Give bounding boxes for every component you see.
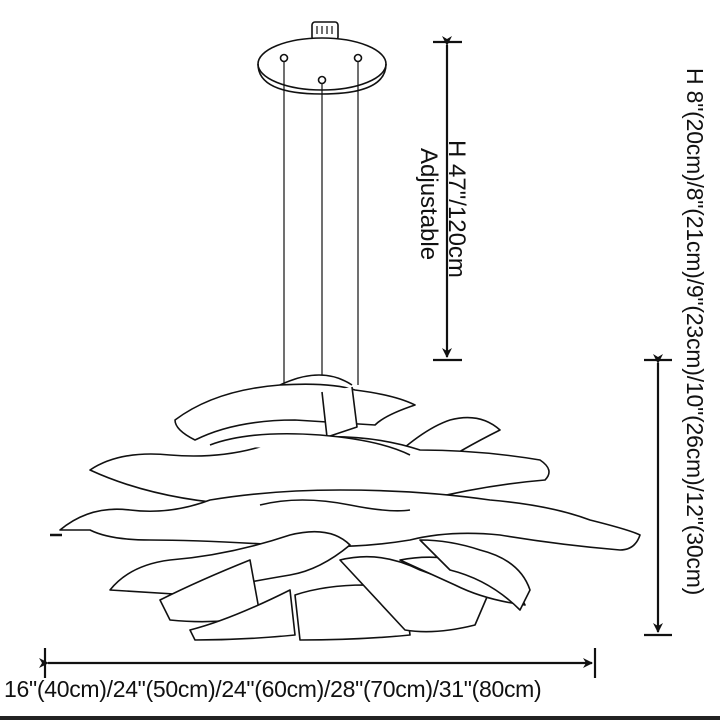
diameter-label: 16"(40cm)/24"(50cm)/24"(60cm)/28"(70cm)/… (4, 676, 542, 702)
adjustable-label: Adjustable (415, 148, 442, 261)
ceiling-canopy (257, 21, 387, 95)
dimension-arrows (39, 36, 672, 678)
petal-shade (50, 374, 641, 641)
suspension-wires (283, 62, 359, 385)
bottom-divider (0, 716, 720, 720)
hanging-height-label: H 47"/120cm (443, 140, 470, 278)
shade-height-label: H 8"(20cm)/8"(21cm)/9"(23cm)/10"(26cm)/1… (682, 68, 708, 596)
